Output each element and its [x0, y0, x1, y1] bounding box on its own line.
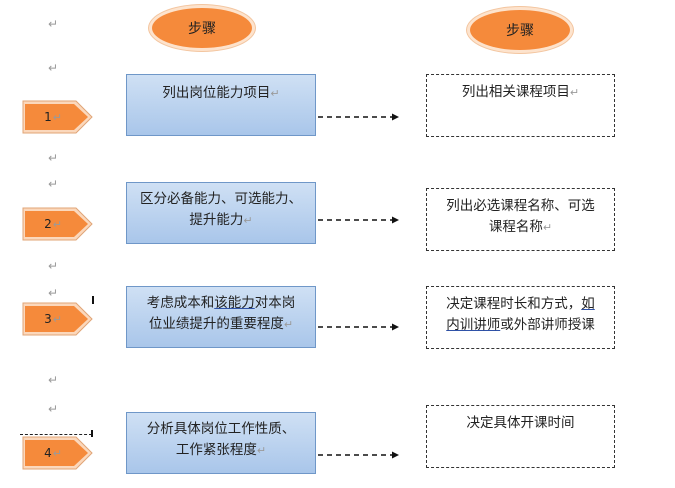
step-1-tag: 1↵	[22, 100, 94, 134]
steps-header-right-label: 步骤	[506, 23, 534, 39]
course-3-text-b: 或外部讲师授课	[500, 317, 595, 333]
dashed-arrow-4	[318, 451, 399, 459]
arrow-tag-icon	[22, 207, 93, 241]
course-3-text-underlined-a: 如	[581, 296, 595, 312]
step-1-text: 列出岗位能力项目	[162, 85, 271, 101]
step-2-box: 区分必备能力、可选能力、 提升能力↵	[126, 182, 316, 244]
step-2-text-line2: 提升能力	[189, 212, 244, 228]
paragraph-mark: ↵	[48, 151, 59, 165]
step-4-number: 4	[44, 446, 52, 460]
step-4-text-line1: 分析具体岗位工作性质、	[146, 421, 296, 437]
dashed-arrow-1	[318, 113, 399, 121]
course-3-text-a: 决定课程时长和方式，	[446, 296, 582, 312]
paragraph-mark: ↵	[48, 286, 59, 300]
course-2-text-line1: 列出必选课程名称、可选	[446, 198, 595, 214]
step-1-number: 1	[44, 110, 52, 124]
step-3-number: 3	[44, 312, 52, 326]
course-1-text: 列出相关课程项目	[461, 84, 570, 100]
course-4-text: 决定具体开课时间	[466, 415, 575, 431]
dashed-line	[20, 434, 92, 435]
paragraph-mark: ↵	[48, 17, 59, 31]
course-1-box: 列出相关课程项目↵	[426, 74, 615, 137]
step-4-text-line2: 工作紧张程度	[175, 442, 257, 458]
step-2-text-line1: 区分必备能力、可选能力、	[140, 191, 302, 207]
step-3-tag: 3↵	[22, 302, 94, 336]
arrow-tag-icon	[22, 100, 93, 134]
steps-header-left: 步骤	[152, 8, 252, 48]
course-2-text-line2: 课程名称	[488, 219, 543, 235]
paragraph-mark: ↵	[48, 177, 59, 191]
course-3-text-underlined-b: 内训讲师	[446, 317, 501, 333]
paragraph-mark: ↵	[48, 61, 59, 75]
step-2-tag: 2↵	[22, 207, 94, 241]
cursor-mark	[92, 296, 94, 304]
paragraph-mark: ↵	[48, 373, 59, 387]
steps-header-left-label: 步骤	[188, 21, 216, 37]
paragraph-mark: ↵	[48, 402, 59, 416]
dashed-arrow-3	[318, 323, 399, 331]
step-3-text-a: 考虑成本和	[146, 295, 215, 311]
steps-header-right: 步骤	[470, 10, 570, 50]
arrow-tag-icon	[22, 302, 93, 336]
step-3-text-underlined: 该能力	[214, 295, 255, 311]
step-3-box: 考虑成本和该能力对本岗 位业绩提升的重要程度↵	[126, 286, 316, 348]
cursor-mark	[91, 430, 93, 437]
course-2-box: 列出必选课程名称、可选 课程名称↵	[426, 188, 615, 251]
course-4-box: 决定具体开课时间	[426, 405, 615, 468]
step-3-text-b: 对本岗	[254, 295, 296, 311]
step-3-text-line2: 位业绩提升的重要程度	[148, 316, 284, 332]
arrow-tag-icon	[22, 436, 93, 470]
step-4-tag: 4↵	[22, 436, 94, 470]
dashed-arrow-2	[318, 216, 399, 224]
course-3-box: 决定课程时长和方式，如 内训讲师或外部讲师授课	[426, 286, 615, 349]
paragraph-mark: ↵	[48, 259, 59, 273]
step-4-box: 分析具体岗位工作性质、 工作紧张程度↵	[126, 412, 316, 474]
step-2-number: 2	[44, 217, 52, 231]
step-1-box: 列出岗位能力项目↵	[126, 74, 316, 136]
